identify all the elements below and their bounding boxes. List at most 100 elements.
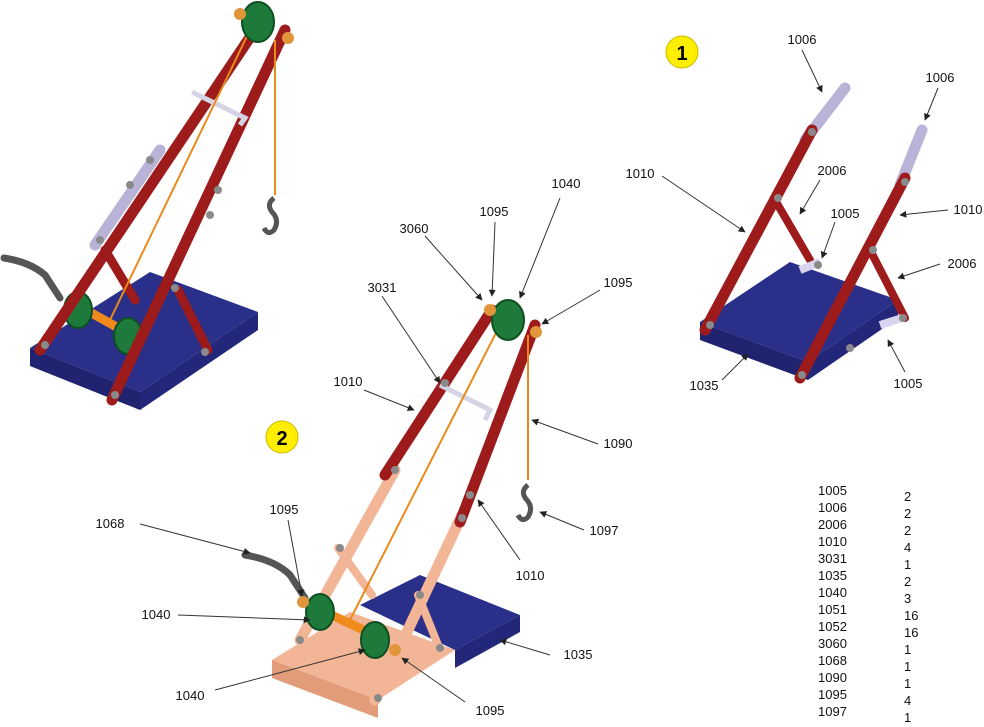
string-1090	[349, 324, 501, 621]
parts-row: 1095 4	[818, 686, 928, 708]
lilac-strip	[89, 144, 166, 251]
part-quantity: 1	[904, 710, 912, 725]
red-strip-1010	[699, 124, 818, 336]
bracket-3031	[438, 382, 494, 422]
axle-pulley-1040	[360, 621, 390, 659]
top-pulley	[241, 1, 275, 43]
step-1-callouts: 1006 1006 1010 2006 1005 1010 2006 1035 …	[626, 32, 983, 393]
crank-handle	[241, 551, 309, 602]
part-quantity: 3	[904, 591, 912, 606]
callout-1035: 1035	[690, 378, 719, 393]
part-quantity: 2	[904, 506, 912, 521]
callout-1005: 1005	[894, 376, 923, 391]
callout-1005: 1005	[831, 206, 860, 221]
parts-row: 1010 4	[818, 533, 928, 555]
part-code: 1035	[818, 568, 847, 583]
part-code: 1006	[818, 500, 847, 515]
part-code: 1068	[818, 653, 847, 668]
bracket	[190, 89, 249, 127]
callout-1090: 1090	[604, 436, 633, 451]
part-quantity: 16	[904, 625, 919, 640]
part-quantity: 4	[904, 693, 912, 708]
callout-1006: 1006	[788, 32, 817, 47]
red-strip	[34, 9, 271, 356]
part-code: 1040	[818, 585, 847, 600]
step-badge-1: 1	[665, 35, 699, 69]
step-number: 2	[276, 428, 287, 450]
parts-row: 1005 2	[818, 482, 928, 504]
part-code: 1052	[818, 619, 847, 634]
step-number: 1	[676, 43, 687, 65]
callout-1006: 1006	[926, 70, 955, 85]
hook-1097	[515, 483, 534, 523]
red-strip	[454, 319, 541, 528]
parts-list: 1005 2 1006 2 2006 2 1010 4 3031 1 1035 2 1040…	[818, 482, 928, 725]
red-strip-1010	[794, 172, 911, 384]
callout-1095: 1095	[476, 703, 505, 718]
callout-3060: 3060	[400, 221, 429, 236]
parts-row: 1090 1	[818, 669, 928, 691]
part-quantity: 1	[904, 642, 912, 657]
part-quantity: 2	[904, 489, 912, 504]
callout-2006: 2006	[948, 256, 977, 271]
parts-row: 1097 1	[818, 703, 928, 725]
red-strip	[379, 304, 498, 481]
callout-1010: 1010	[626, 166, 655, 181]
completed-crane-illustration	[0, 1, 294, 410]
step-badge-2: 2	[265, 420, 299, 454]
parts-row: 1051 16	[818, 601, 928, 623]
part-quantity: 2	[904, 523, 912, 538]
step-1-illustration	[699, 82, 928, 384]
part-quantity: 16	[904, 608, 919, 623]
axle-pulley-1040	[305, 593, 335, 631]
parts-row: 3031 1	[818, 550, 928, 572]
callout-1010: 1010	[334, 374, 363, 389]
parts-row: 1052 16	[818, 618, 928, 640]
part-quantity: 4	[904, 540, 912, 555]
part-code: 1051	[818, 602, 847, 617]
parts-row: 1040 3	[818, 584, 928, 606]
red-strip	[106, 24, 291, 406]
part-code: 2006	[818, 517, 847, 532]
callout-1095: 1095	[480, 204, 509, 219]
part-code: 1095	[818, 687, 847, 702]
parts-row: 1035 2	[818, 567, 928, 589]
part-code: 1090	[818, 670, 847, 685]
parts-row: 1068 1	[818, 652, 928, 674]
callout-1097: 1097	[590, 523, 619, 538]
part-quantity: 1	[904, 557, 912, 572]
callout-1095: 1095	[604, 275, 633, 290]
part-code: 1005	[818, 483, 847, 498]
part-code: 1010	[818, 534, 847, 549]
step-2-callouts: 1040 1095 3060 1095 3031 1010 1090 1097 …	[96, 176, 633, 718]
strip-1005	[878, 314, 904, 329]
top-pulley-1040	[491, 299, 525, 341]
callout-1040: 1040	[176, 688, 205, 703]
part-code: 3031	[818, 551, 847, 566]
callout-1035: 1035	[564, 647, 593, 662]
part-quantity: 2	[904, 574, 912, 589]
callout-1095: 1095	[270, 502, 299, 517]
part-quantity: 1	[904, 676, 912, 691]
callout-1010: 1010	[516, 568, 545, 583]
red-strip-2006	[771, 196, 814, 264]
part-code: 1097	[818, 704, 847, 719]
callout-1010: 1010	[954, 202, 983, 217]
callout-1040: 1040	[552, 176, 581, 191]
callout-3031: 3031	[368, 280, 397, 295]
callout-1040: 1040	[142, 607, 171, 622]
step-2-illustration	[241, 299, 542, 718]
new-strip	[369, 509, 468, 706]
crank-handle	[0, 254, 64, 302]
callout-1068: 1068	[96, 516, 125, 531]
red-strip-2006	[866, 246, 909, 322]
hook	[261, 196, 280, 236]
part-quantity: 1	[904, 659, 912, 674]
parts-row: 1006 2	[818, 499, 928, 521]
base-plate-blue	[360, 575, 520, 650]
string	[109, 29, 251, 321]
callout-2006: 2006	[818, 163, 847, 178]
